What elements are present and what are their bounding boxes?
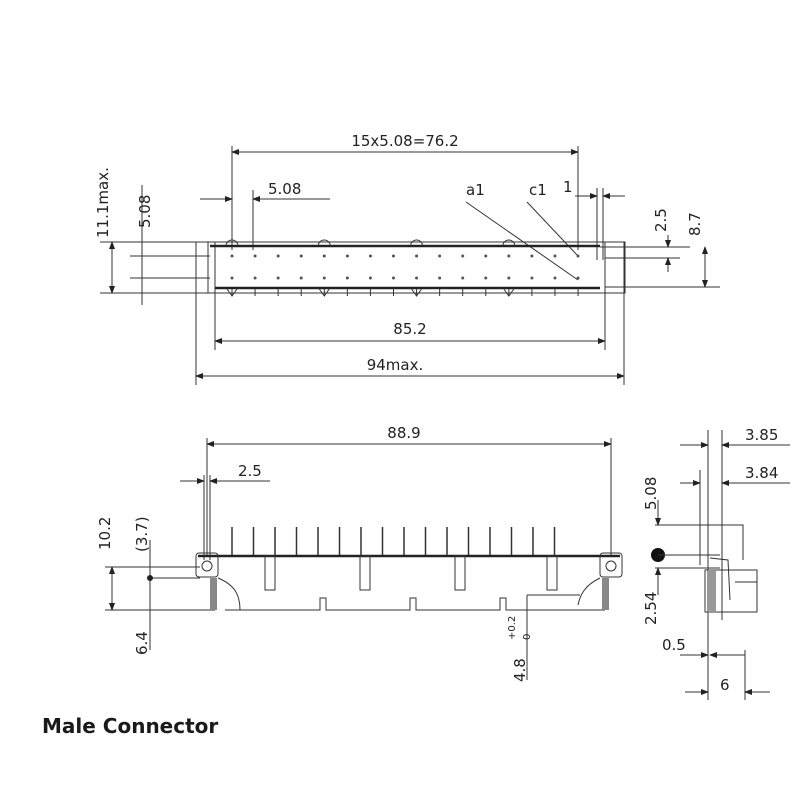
pin-row-a bbox=[461, 254, 465, 258]
dim-outer-width: 94max. bbox=[367, 356, 424, 374]
dim-height: 10.2 bbox=[96, 517, 114, 550]
polarization-notch bbox=[317, 239, 331, 247]
dim-height-max: 11.1max. bbox=[94, 167, 112, 238]
pin-row-a bbox=[322, 254, 326, 258]
polarization-notch bbox=[226, 288, 238, 297]
side-view: 3.85 3.84 5.08 2.54 0.5 6 bbox=[642, 426, 790, 700]
pin-row-c bbox=[276, 276, 280, 280]
pin-row-c bbox=[438, 276, 442, 280]
pin-row-a bbox=[553, 254, 557, 258]
pin-row-c bbox=[322, 276, 326, 280]
dim-edge-offset: 2.5 bbox=[238, 462, 262, 480]
pin-row-c bbox=[415, 276, 419, 280]
polarization-notch bbox=[411, 288, 422, 297]
pin-row-a bbox=[415, 254, 419, 258]
pin-row-c bbox=[530, 276, 534, 280]
guide-tooth bbox=[264, 555, 276, 591]
dim-mount-spacing: 88.9 bbox=[387, 424, 420, 442]
dim-3-85: 3.85 bbox=[745, 426, 778, 444]
pin-row-c bbox=[391, 276, 395, 280]
pin-row-a bbox=[253, 254, 257, 258]
pin-row-a bbox=[507, 254, 511, 258]
pin-row-c bbox=[230, 276, 234, 280]
pin-row-a bbox=[484, 254, 488, 258]
dim-pitch-total: 15x5.08=76.2 bbox=[351, 132, 458, 150]
dim-ref-height: (3.7) bbox=[133, 516, 151, 552]
label-row-a: a1 bbox=[466, 181, 485, 199]
dim-2-54: 2.54 bbox=[642, 592, 660, 625]
pin-row-c bbox=[576, 276, 580, 280]
dim-6: 6 bbox=[720, 676, 730, 694]
pin-row-c bbox=[345, 276, 349, 280]
dim-pitch: 5.08 bbox=[268, 180, 301, 198]
pin-row-a bbox=[230, 254, 234, 258]
dim-pin-length: 4.8 bbox=[511, 658, 529, 682]
pin-row-a bbox=[299, 254, 303, 258]
pin-row-a bbox=[576, 254, 580, 258]
dim-8-7: 8.7 bbox=[686, 212, 704, 236]
pin-row-c bbox=[368, 276, 372, 280]
polarization-notch bbox=[410, 239, 424, 247]
guide-tooth bbox=[454, 555, 466, 591]
dim-2-5: 2.5 bbox=[652, 208, 670, 232]
pin-row-a bbox=[345, 254, 349, 258]
pin-row-c bbox=[299, 276, 303, 280]
pin-row-c bbox=[484, 276, 488, 280]
pin-row-c bbox=[507, 276, 511, 280]
dim-0-5: 0.5 bbox=[662, 636, 686, 654]
label-row-c: c1 bbox=[529, 181, 547, 199]
pin-row-c bbox=[253, 276, 257, 280]
pin-row-a bbox=[368, 254, 372, 258]
guide-tooth bbox=[359, 555, 371, 591]
polarization-notch bbox=[503, 288, 515, 297]
pin-row-a bbox=[391, 254, 395, 258]
drawing-title: Male Connector bbox=[42, 714, 219, 738]
pin-row-a bbox=[530, 254, 534, 258]
polarization-notch bbox=[318, 288, 330, 297]
pin-row-a bbox=[438, 254, 442, 258]
pin-row-c bbox=[553, 276, 557, 280]
dim-3-84: 3.84 bbox=[745, 464, 778, 482]
front-view: 88.9 2.5 10.2 (3.7) 6.4 4.8 +0.2 0 bbox=[96, 424, 623, 682]
dim-inner-width: 85.2 bbox=[393, 320, 426, 338]
dim-offset: 1 bbox=[563, 178, 573, 196]
polarization-notch bbox=[225, 239, 239, 247]
guide-tooth bbox=[546, 555, 558, 591]
dim-5-08: 5.08 bbox=[642, 477, 660, 510]
pin-row-a bbox=[276, 254, 280, 258]
polarization-notch bbox=[502, 239, 516, 247]
dim-depth: 6.4 bbox=[133, 631, 151, 655]
top-view: 15x5.08=76.2 5.08 a1 c1 1 85.2 94max. bbox=[94, 132, 720, 385]
dim-tol-minus: 0 bbox=[522, 634, 533, 640]
pin-row-c bbox=[461, 276, 465, 280]
dim-tol-plus: +0.2 bbox=[507, 616, 518, 640]
dim-row-spacing: 5.08 bbox=[136, 195, 154, 228]
